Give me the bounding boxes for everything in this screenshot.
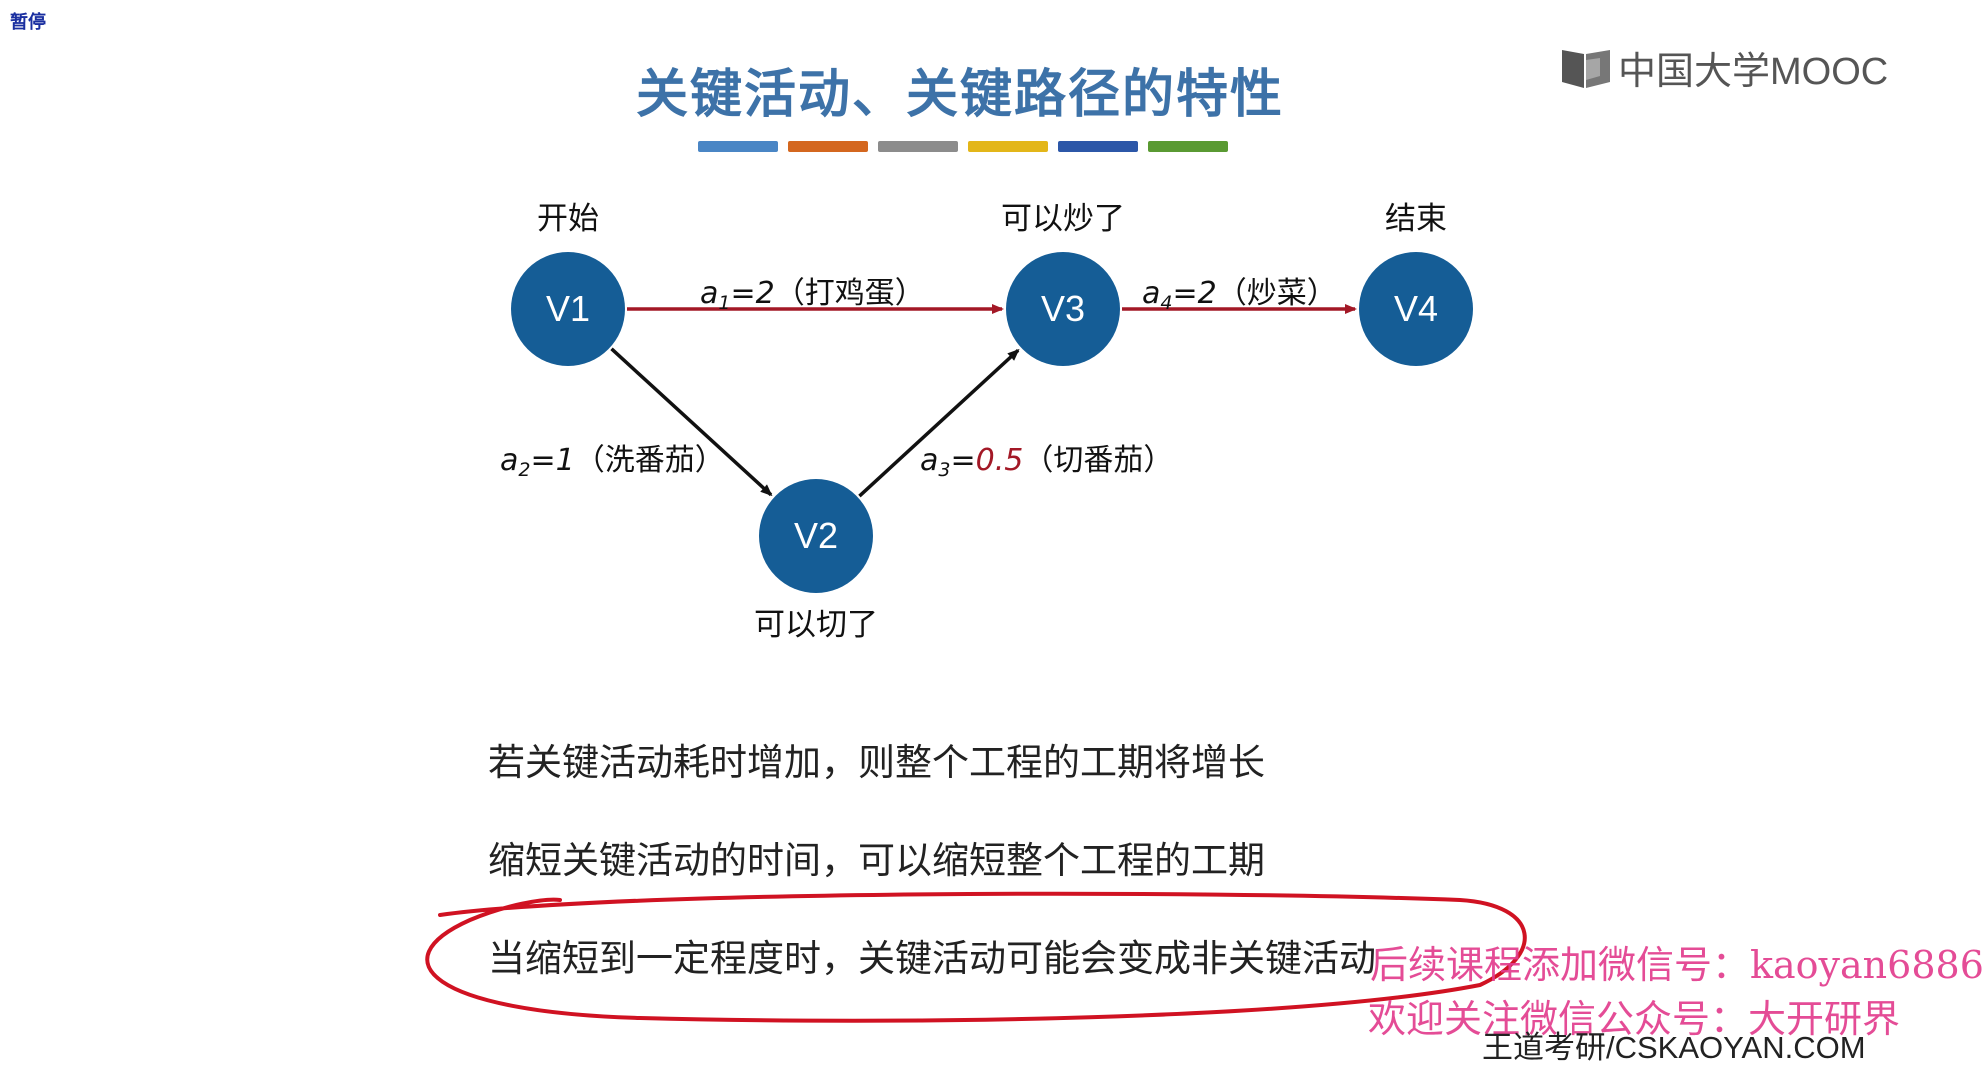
node-label-v4: V4 <box>1394 288 1438 329</box>
slide-title: 关键活动、关键路径的特性 <box>635 65 1284 125</box>
edge-label-a2: a2=1（洗番茄） <box>500 443 725 481</box>
statement-1: 若关键活动耗时增加，则整个工程的工期将增长 <box>488 741 1265 784</box>
node-caption-v1: 开始 <box>537 201 599 237</box>
title-color-bar-3 <box>878 141 958 152</box>
node-v4 <box>1359 252 1473 366</box>
node-v2 <box>759 479 873 593</box>
node-caption-v4: 结束 <box>1385 201 1447 237</box>
edge-label-a1: a1=2（打鸡蛋） <box>700 276 925 314</box>
mooc-logo-text: 中国大学MOOC <box>1618 51 1889 93</box>
pause-indicator[interactable]: 暂停 <box>10 12 46 33</box>
node-label-v3: V3 <box>1041 288 1085 329</box>
watermark-official-account: 欢迎关注微信公众号：大开研界 <box>1368 997 1901 1041</box>
statement-2: 缩短关键活动的时间，可以缩短整个工程的工期 <box>488 839 1265 882</box>
aov-network-diagram: V1 开始 V2 可以切了 V3 可以炒了 V4 结束 a1=2（打鸡蛋） a2=1（洗番茄） a… <box>500 201 1473 643</box>
node-label-v1: V1 <box>546 288 590 329</box>
edge-label-a4: a4=2（炒菜） <box>1142 276 1337 314</box>
node-v1 <box>511 252 625 366</box>
watermark-wechat: 后续课程添加微信号：kaoyan6886 <box>1370 943 1984 987</box>
node-label-v2: V2 <box>794 515 838 556</box>
node-caption-v2: 可以切了 <box>754 607 878 643</box>
node-v3 <box>1006 252 1120 366</box>
mooc-book-icon <box>1562 49 1610 88</box>
title-color-bar-5 <box>1058 141 1138 152</box>
edge-v2-v3 <box>858 348 1020 498</box>
title-color-bar-1 <box>698 141 778 152</box>
watermark-site: 王道考研/CSKAOYAN.COM <box>1482 1030 1866 1065</box>
node-caption-v3: 可以炒了 <box>1001 201 1125 237</box>
edge-v1-v2 <box>610 347 773 497</box>
mooc-logo: 中国大学MOOC <box>1560 40 1888 95</box>
statement-3: 当缩短到一定程度时，关键活动可能会变成非关键活动 <box>488 937 1376 980</box>
title-color-bar-6 <box>1148 141 1228 152</box>
title-color-bar-2 <box>788 141 868 152</box>
title-color-bar-4 <box>968 141 1048 152</box>
edge-label-a3: a3=0.5（切番茄） <box>920 443 1173 481</box>
